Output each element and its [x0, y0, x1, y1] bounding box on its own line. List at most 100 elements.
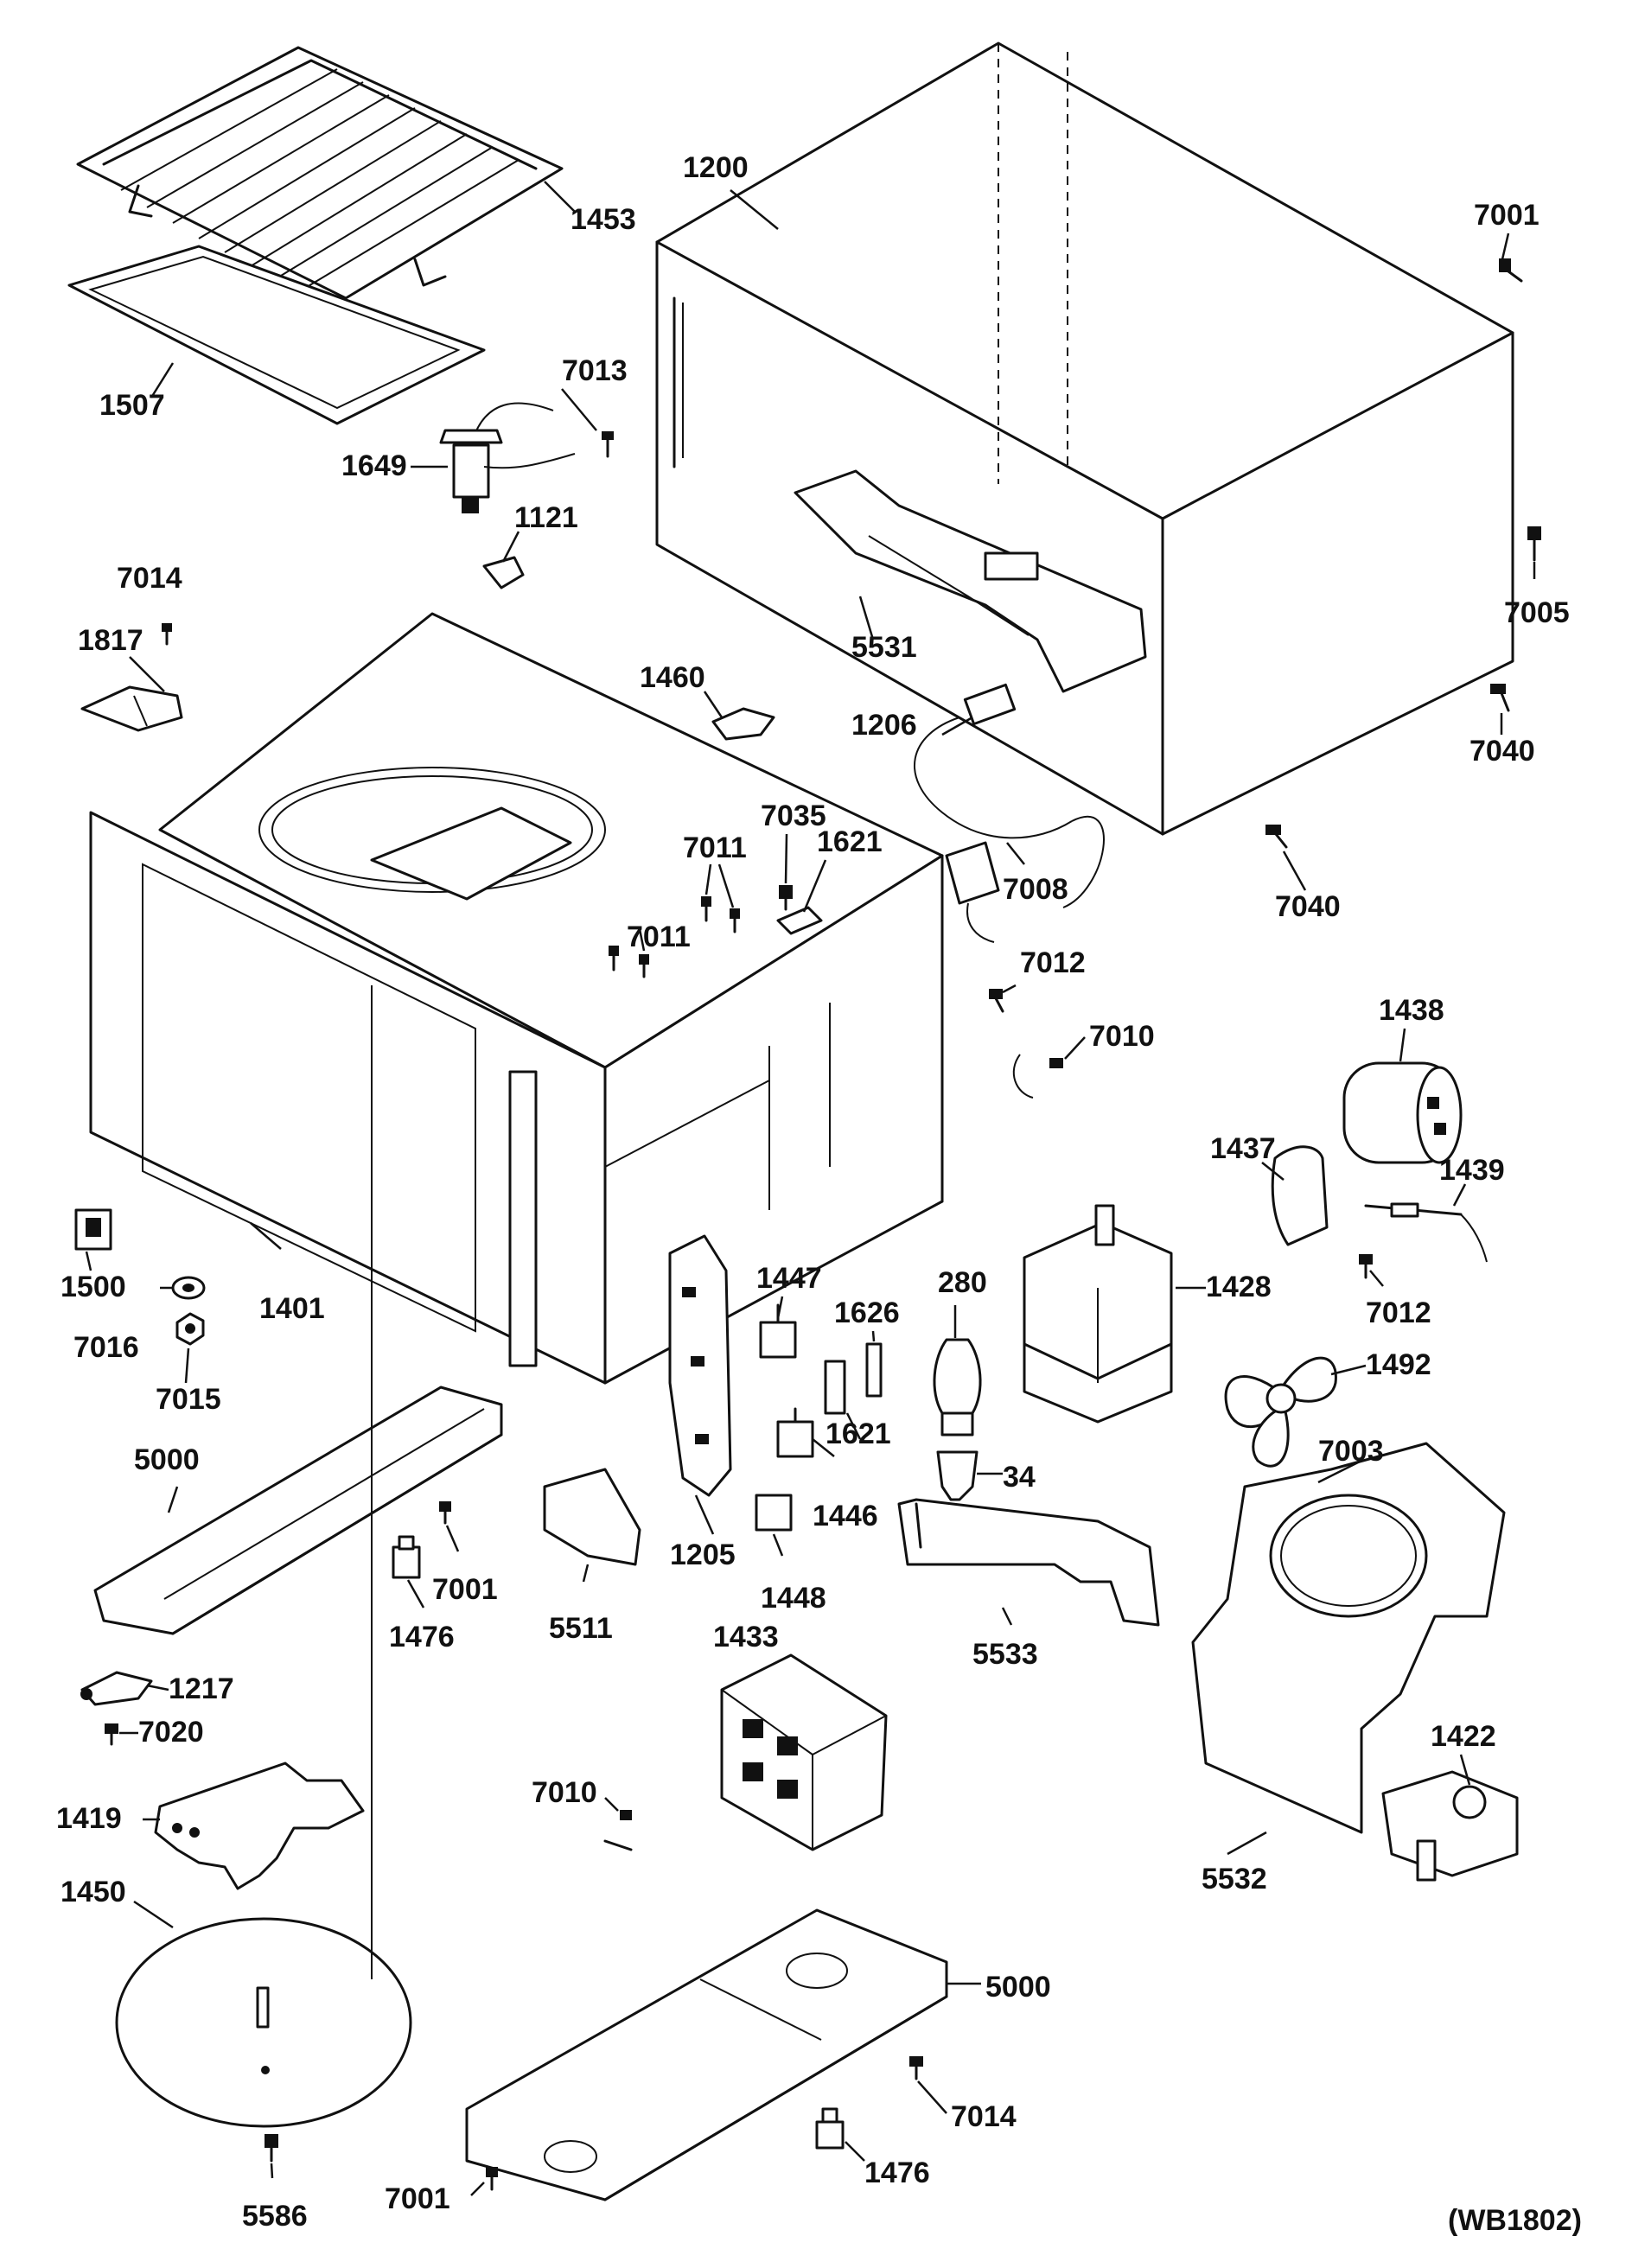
part-label-screw: 7020 — [138, 1716, 204, 1749]
part-label-screw: 7040 — [1275, 890, 1341, 923]
part-label-clip: 1121 — [514, 501, 578, 534]
waveguide-cover-drawing — [794, 469, 1147, 693]
part-number-labels: 1453 1507 1649 7013 1121 1200 7001 7005 5531 7040… — [56, 151, 1570, 2233]
screw-7012-lower-drawing — [1359, 1254, 1373, 1279]
screw-7020-drawing — [105, 1723, 118, 1746]
connector-drawing — [945, 841, 1000, 943]
part-label-bracket: 5511 — [549, 1612, 613, 1645]
part-label-screw: 7001 — [1474, 199, 1540, 232]
bracket-5511-drawing — [543, 1468, 641, 1566]
part-label-foot: 1476 — [389, 1621, 455, 1653]
lever-1626-drawing — [865, 1342, 883, 1398]
nut-7015-drawing — [175, 1312, 205, 1346]
capacitor-bracket-drawing — [1271, 1145, 1329, 1246]
screw-7010-top-drawing — [1012, 1054, 1063, 1099]
switch-holder-1621-lower-drawing — [824, 1360, 846, 1415]
oven-rack-drawing — [76, 46, 564, 300]
bracket-1460-drawing — [711, 707, 775, 741]
diagram-illustration — [67, 41, 1541, 2201]
coupler-drawing — [265, 2134, 278, 2163]
part-label-capacitor-bracket: 1437 — [1210, 1132, 1276, 1165]
part-label-thermal-switch: 1649 — [341, 449, 407, 482]
foot-1476-lower-drawing — [815, 2107, 845, 2150]
part-label-switch-holder: 1621 — [826, 1418, 891, 1450]
part-label-bracket: 1460 — [640, 661, 705, 694]
part-label-nut: 7003 — [1318, 1435, 1384, 1468]
fan-motor-drawing — [1381, 1770, 1519, 1882]
screw-7012-top-drawing — [989, 989, 1004, 1013]
screw-7035-drawing — [779, 885, 793, 911]
part-label-oven-rack: 1453 — [571, 203, 636, 236]
part-label-screw: 7010 — [532, 1776, 597, 1809]
base-plate-drawing — [465, 1908, 948, 2201]
part-label-foot: 1476 — [864, 2157, 930, 2189]
switch-1447-drawing — [759, 1303, 797, 1359]
switch-holder-1621-top-drawing — [776, 906, 823, 935]
fan-blade-drawing — [1224, 1356, 1337, 1468]
screw-7005-drawing — [1527, 526, 1541, 562]
part-label-base-plate: 5000 — [985, 1971, 1051, 2004]
part-label-power-cord: 1206 — [851, 709, 917, 742]
screws-7011-drawing — [609, 896, 740, 978]
part-label-waveguide-cover: 5531 — [851, 631, 917, 664]
part-label-screw: 7012 — [1020, 946, 1086, 979]
screw-7010-lower-drawing — [603, 1810, 633, 1851]
screw-7013-drawing — [602, 431, 614, 458]
part-label-washer: 7016 — [73, 1331, 139, 1364]
lamp-drawing — [933, 1338, 982, 1437]
switch-1446-drawing — [776, 1407, 814, 1458]
turntable-drawing — [115, 1917, 412, 2128]
screw-7001-lower-drawing — [486, 2167, 498, 2191]
part-label-diode: 1439 — [1439, 1154, 1505, 1187]
part-label-nut: 7015 — [156, 1383, 221, 1416]
transformer-drawing — [720, 1653, 888, 1851]
washer-7016-drawing — [171, 1276, 206, 1300]
magnetron-drawing — [1023, 1204, 1173, 1424]
air-duct-drawing — [897, 1498, 1160, 1627]
part-label-switch-holder: 1621 — [817, 825, 883, 858]
screw-7040-bottom-drawing — [1265, 825, 1288, 849]
diode-drawing — [1364, 1202, 1488, 1263]
part-label-fan-shroud: 5532 — [1202, 1863, 1267, 1895]
switch-1448-drawing — [755, 1494, 793, 1532]
part-label-cooking-tray: 1507 — [99, 389, 165, 422]
part-label-switch: 1446 — [813, 1500, 878, 1532]
part-label-screw: 7040 — [1469, 735, 1535, 768]
part-label-turntable-drive: 1419 — [56, 1802, 122, 1835]
part-label-lamp-socket: 34 — [1003, 1461, 1036, 1494]
part-label-screw: 7001 — [432, 1573, 498, 1606]
part-label-screw: 7011 — [683, 831, 747, 864]
turntable-drive-drawing — [154, 1762, 365, 1890]
diagram-code: (WB1802) — [1448, 2204, 1582, 2237]
part-label-capacitor: 1438 — [1379, 994, 1444, 1027]
outer-case-drawing — [655, 41, 1514, 836]
part-label-switch: 1448 — [761, 1582, 826, 1615]
fan-shroud-drawing — [1191, 1442, 1506, 1834]
part-label-screw: 7005 — [1504, 596, 1570, 629]
part-label-oven-cavity: 1401 — [259, 1292, 325, 1325]
part-label-transformer: 1433 — [713, 1621, 779, 1653]
part-label-fan-motor: 1422 — [1431, 1720, 1496, 1753]
screw-7014-lower-drawing — [909, 2056, 923, 2080]
latch-board-drawing — [668, 1234, 732, 1497]
thermal-switch-drawing — [439, 402, 576, 513]
part-label-screw: 7013 — [562, 354, 628, 387]
base-channel-drawing — [93, 1386, 503, 1635]
part-label-bracket: 1217 — [169, 1672, 234, 1705]
part-label-switch: 1447 — [756, 1262, 822, 1295]
part-label-fan-blade: 1492 — [1366, 1348, 1431, 1381]
foot-1476-upper-drawing — [392, 1535, 421, 1579]
part-label-lever: 1626 — [834, 1296, 900, 1329]
screw-7001-mid-drawing — [439, 1501, 451, 1525]
part-label-screw: 7035 — [761, 800, 826, 832]
part-label-outer-case: 1200 — [683, 151, 749, 184]
part-label-latch-board: 1205 — [670, 1539, 736, 1571]
part-label-screw: 7012 — [1366, 1296, 1431, 1329]
part-label-turntable: 1450 — [61, 1876, 126, 1908]
leader-lines — [85, 181, 1536, 2196]
capacitor-drawing — [1342, 1061, 1463, 1164]
part-label-screw: 7008 — [1003, 873, 1068, 906]
part-label-screw: 7001 — [385, 2182, 450, 2215]
part-label-screw: 7010 — [1089, 1020, 1155, 1053]
